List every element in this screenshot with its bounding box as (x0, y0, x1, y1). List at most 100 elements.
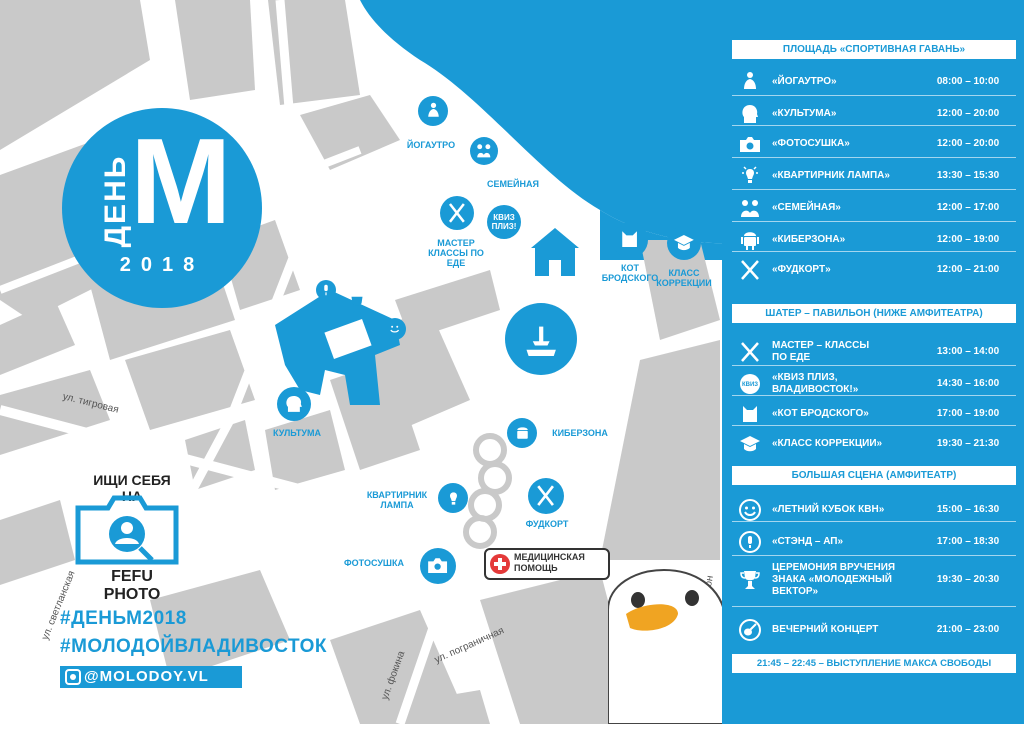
kultuma-map-icon (277, 387, 311, 421)
trophy-icon (738, 568, 762, 592)
logo-year: 2018 (119, 254, 205, 276)
smile-map-icon (384, 318, 406, 340)
fefu-photo-brand: FEFU PHOTO (103, 568, 161, 603)
logo-word: ДЕНЬ (99, 154, 132, 248)
quiz-badge-text: КВИЗ ПЛИЗ! (491, 213, 517, 231)
correction-map-icon (667, 226, 701, 260)
schedule-divider (732, 251, 1016, 252)
schedule-event-time: 19:30 – 21:30 (936, 438, 1000, 449)
smile-icon (738, 498, 762, 522)
schedule-divider (732, 189, 1016, 190)
schedule-event-time: 14:30 – 16:00 (936, 378, 1000, 389)
schedule-event-time: 15:00 – 16:30 (936, 504, 1000, 515)
schedule-row: «КЛАСС КОРРЕКЦИИ» 19:30 – 21:30 (732, 432, 1016, 456)
schedule-footer: 21:45 – 22:45 – ВЫСТУПЛЕНИЕ МАКСА СВОБОД… (732, 654, 1016, 673)
camera-icon (738, 132, 762, 156)
fork-knife-icon (738, 258, 762, 282)
photo-map-icon (420, 548, 456, 584)
schedule-section-title: ШАТЕР – ПАВИЛЬОН (НИЖЕ АМФИТЕАТРА) (732, 304, 1016, 323)
medical-label: МЕДИЦИНСКАЯ ПОМОЩЬ (514, 552, 585, 573)
schedule-row: «ФОТОСУШКА» 12:00 – 20:00 (732, 132, 1016, 156)
instagram-handle: @MOLODOY.VL (84, 668, 209, 685)
photo-label: ФОТОСУШКА (344, 558, 404, 568)
tent-icon (527, 224, 583, 280)
schedule-row: КВИЗ «КВИЗ ПЛИЗ,ВЛАДИВОСТОК!» 14:30 – 16:0… (732, 372, 1016, 396)
lamp-label: КВАРТИРНИК ЛАМПА (366, 490, 428, 510)
schedule-row: «ЙОГАУТРО» 08:00 – 10:00 (732, 70, 1016, 94)
quiz-badge: КВИЗ ПЛИЗ! (487, 205, 521, 239)
kiberzona-label: КИБЕРЗОНА (552, 428, 608, 438)
android-icon (738, 228, 762, 252)
schedule-divider (732, 125, 1016, 126)
schedule-row: «КОТ БРОДСКОГО»17:00 – 19:00 (732, 402, 1016, 426)
schedule-divider (732, 395, 1016, 396)
schedule-event-time: 19:30 – 20:30 (936, 574, 1000, 585)
instagram-badge[interactable]: @MOLODOY.VL (60, 666, 242, 688)
schedule-event-name: «КЛАСС КОРРЕКЦИИ» (772, 438, 883, 449)
hashtag-day-m: #ДЕНЬМ2018 (60, 608, 187, 629)
schedule-row: «СТЭНД – АП»17:00 – 18:30 (732, 530, 1016, 554)
schedule-event-name: «ФУДКОРТ» (772, 264, 831, 275)
schedule-event-time: 12:00 – 21:00 (936, 264, 1000, 275)
instagram-icon (65, 669, 81, 685)
schedule-event-time: 08:00 – 10:00 (936, 76, 1000, 87)
fountain-icon (505, 303, 577, 375)
schedule-event-name: «СЕМЕЙНАЯ» (772, 202, 841, 213)
schedule-event-name: «ФОТОСУШКА» (772, 138, 850, 149)
schedule-row: «КВАРТИРНИК ЛАМПА» 13:30 – 15:30 (732, 164, 1016, 188)
schedule-event-time: 17:00 – 18:30 (936, 536, 1000, 547)
schedule-event-time: 13:30 – 15:30 (936, 170, 1000, 181)
family-label: СЕМЕЙНАЯ (487, 179, 539, 189)
schedule-row: «КИБЕРЗОНА» 12:00 – 19:00 (732, 228, 1016, 252)
schedule-event-name: «ЙОГАУТРО» (772, 76, 837, 87)
schedule-panel: ПЛОЩАДЬ «СПОРТИВНАЯ ГАВАНЬ»«ЙОГАУТРО»08:… (722, 0, 1024, 724)
family-icon (738, 196, 762, 220)
schedule-divider (732, 157, 1016, 158)
lamp-icon (738, 164, 762, 188)
schedule-divider (732, 521, 1016, 522)
correction-label: КЛАСС КОРРЕКЦИИ (656, 268, 712, 288)
yoga-map-icon (418, 96, 448, 126)
schedule-event-name: «ЛЕТНИЙ КУБОК КВН» (772, 504, 885, 515)
schedule-event-name: «КВИЗ ПЛИЗ,ВЛАДИВОСТОК!» (772, 372, 859, 395)
schedule-divider (732, 95, 1016, 96)
schedule-event-name: «КВАРТИРНИК ЛАМПА» (772, 170, 890, 181)
medical-sign: МЕДИЦИНСКАЯ ПОМОЩЬ (484, 548, 610, 580)
trophy-map-icon (346, 294, 368, 316)
schedule-event-time: 13:00 – 14:00 (936, 346, 1000, 357)
schedule-divider (732, 425, 1016, 426)
schedule-row: «ФУДКОРТ» 12:00 – 21:00 (732, 258, 1016, 282)
hashtag-molodoy: #МОЛОДОЙВЛАДИВОСТОК (60, 636, 328, 657)
schedule-divider (732, 555, 1016, 556)
food-class-label: МАСТЕР КЛАССЫ ПО ЕДЕ (428, 238, 484, 268)
schedule-event-time: 12:00 – 20:00 (936, 138, 1000, 149)
schedule-event-name: «КИБЕРЗОНА» (772, 234, 846, 245)
cat-map-icon (612, 222, 648, 258)
svg-text:КВИЗ: КВИЗ (742, 382, 758, 388)
schedule-event-name: ВЕЧЕРНИЙ КОНЦЕРТ (772, 624, 879, 635)
schedule-event-time: 12:00 – 17:00 (936, 202, 1000, 213)
microphone-icon (738, 530, 762, 554)
fefu-camera-icon (72, 492, 182, 568)
schedule-row: «ЛЕТНИЙ КУБОК КВН» 15:00 – 16:30 (732, 498, 1016, 522)
foodcourt-map-icon (528, 478, 564, 514)
schedule-row: «КУЛЬТУМА»12:00 – 20:00 (732, 102, 1016, 126)
graduation-cap-icon (738, 432, 762, 456)
fork-knife-icon (738, 340, 762, 364)
logo-letter: М (130, 113, 232, 249)
kultuma-label: КУЛЬТУМА (273, 428, 321, 438)
kiberzona-map-icon (507, 418, 537, 448)
schedule-row: «СЕМЕЙНАЯ» 12:00 – 17:00 (732, 196, 1016, 220)
schedule-divider (732, 606, 1016, 607)
schedule-event-time: 12:00 – 20:00 (936, 108, 1000, 119)
head-icon (738, 102, 762, 126)
schedule-section-title: БОЛЬШАЯ СЦЕНА (АМФИТЕАТР) (732, 466, 1016, 485)
food-class-map-icon (440, 196, 474, 230)
schedule-event-time: 12:00 – 19:00 (936, 234, 1000, 245)
schedule-divider (732, 221, 1016, 222)
medical-cross-icon (490, 554, 510, 574)
guitar-icon (738, 618, 762, 642)
family-map-icon (470, 137, 498, 165)
